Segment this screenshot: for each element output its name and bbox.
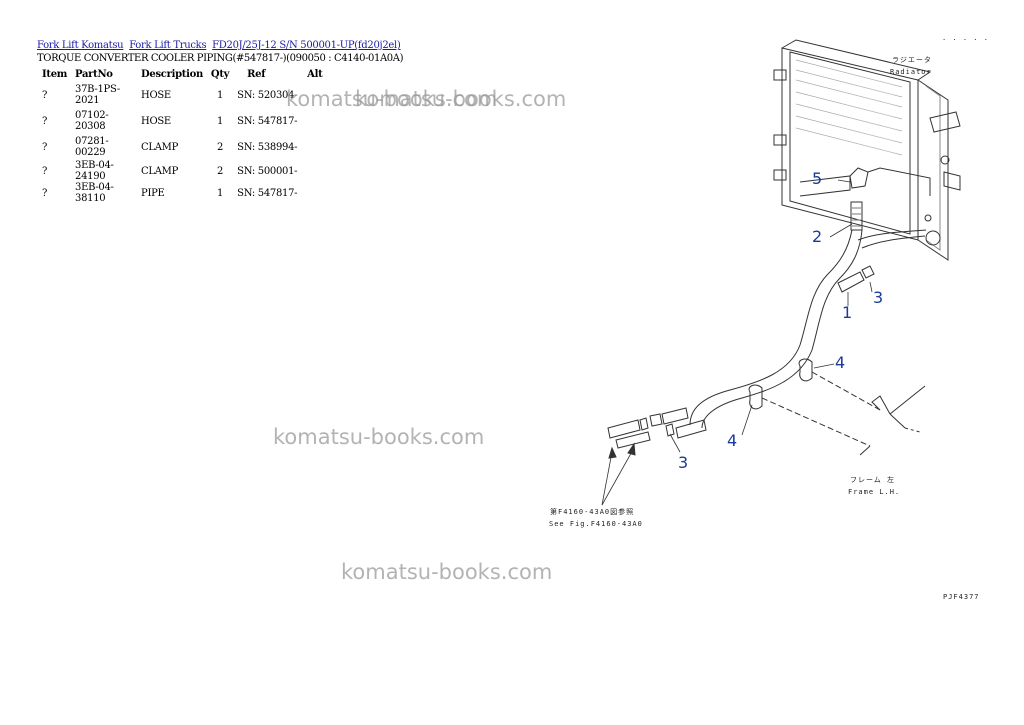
label-see-fig-jp: 第F4160-43A0図参照 xyxy=(550,507,634,516)
watermark: komatsu-books.com xyxy=(273,425,485,449)
label-frame-en: Frame L.H. xyxy=(848,488,900,496)
cell-partno: 3EB-04-24190 xyxy=(75,160,114,182)
corner-mark: . . . . . xyxy=(942,34,989,42)
cell-ref: SN: 547817- xyxy=(237,115,298,127)
table-header-row: Item PartNo Description Qty Ref Alt xyxy=(36,66,326,82)
hose-mid-drawing xyxy=(837,265,875,293)
label-radiator-en: Radiator xyxy=(890,68,932,76)
cell-description: CLAMP xyxy=(141,165,179,177)
table-row: ? 07102-20308 HOSE 1 SN: 547817- xyxy=(36,108,326,134)
column-header-ref: Ref xyxy=(247,68,266,80)
cell-description: CLAMP xyxy=(141,141,179,153)
callout-5: 5 xyxy=(812,169,822,188)
table-row: ? 07281-00229 CLAMP 2 SN: 538994- xyxy=(36,134,326,160)
clamp-drawing xyxy=(748,358,813,410)
callout-1: 1 xyxy=(842,303,852,322)
parts-table: Item PartNo Description Qty Ref Alt ? 37… xyxy=(36,66,326,205)
frame-drawing xyxy=(761,371,926,456)
breadcrumb-link-model[interactable]: FD20J/25J-12 S/N 500001-UP(fd20j2el) xyxy=(212,40,401,51)
cell-item: ? xyxy=(42,89,48,101)
cell-item: ? xyxy=(42,141,48,153)
cell-ref: SN: 538994- xyxy=(237,141,298,153)
callout-3-lower: 3 xyxy=(678,453,688,472)
callout-4-right: 4 xyxy=(835,353,845,372)
column-header-description: Description xyxy=(141,68,203,80)
column-header-item: Item xyxy=(42,68,68,80)
label-radiator-jp: ラジエータ xyxy=(892,55,932,64)
radiator-drawing xyxy=(773,39,961,261)
column-header-qty: Qty xyxy=(210,68,230,80)
table-row: ? 37B-1PS-2021 HOSE 1 SN: 520304- xyxy=(36,82,326,108)
cell-qty: 2 xyxy=(217,165,224,177)
cell-item: ? xyxy=(42,165,48,177)
cell-partno: 3EB-04-38110 xyxy=(75,182,114,204)
cell-description: HOSE xyxy=(141,115,171,127)
pipe-drawing xyxy=(689,229,927,429)
cell-partno: 07281-00229 xyxy=(75,136,109,158)
cell-qty: 1 xyxy=(217,187,224,199)
column-header-alt: Alt xyxy=(307,68,323,80)
table-row: ? 3EB-04-24190 CLAMP 2 SN: 500001- xyxy=(36,160,326,182)
cell-item: ? xyxy=(42,187,48,199)
cell-partno: 37B-1PS-2021 xyxy=(75,84,120,106)
figure-code: PJF4377 xyxy=(943,593,980,601)
breadcrumb-link-fork-lift-trucks[interactable]: Fork Lift Trucks xyxy=(129,40,207,51)
leader-lines xyxy=(601,179,873,506)
cell-description: PIPE xyxy=(141,187,165,199)
watermark: komatsu-books.com xyxy=(286,87,498,111)
cell-ref: SN: 520304- xyxy=(237,89,298,101)
breadcrumb: Fork Lift Komatsu Fork Lift Trucks FD20J… xyxy=(37,40,404,51)
callout-2: 2 xyxy=(812,227,822,246)
callout-3-upper: 3 xyxy=(873,288,883,307)
cell-qty: 1 xyxy=(217,89,224,101)
cell-qty: 2 xyxy=(217,141,224,153)
hose-upper-drawing xyxy=(799,167,931,231)
cell-ref: SN: 547817- xyxy=(237,187,298,199)
cell-item: ? xyxy=(42,115,48,127)
page-title: TORQUE CONVERTER COOLER PIPING(#547817-)… xyxy=(37,53,404,64)
watermark: komatsu-books.com xyxy=(341,560,553,584)
cell-description: HOSE xyxy=(141,89,171,101)
breadcrumb-link-fork-lift-komatsu[interactable]: Fork Lift Komatsu xyxy=(37,40,124,51)
cell-ref: SN: 500001- xyxy=(237,165,298,177)
table-row: ? 3EB-04-38110 PIPE 1 SN: 547817- xyxy=(36,182,326,204)
callout-4-left: 4 xyxy=(727,431,737,450)
cell-partno: 07102-20308 xyxy=(75,110,109,132)
label-see-fig-en: See Fig.F4160-43A0 xyxy=(549,520,643,528)
lower-fittings-drawing xyxy=(607,407,707,449)
watermark: komatsu-books.com xyxy=(355,87,567,111)
label-frame-jp: フレーム 左 xyxy=(850,475,895,484)
column-header-partno: PartNo xyxy=(75,68,113,80)
cell-qty: 1 xyxy=(217,115,224,127)
